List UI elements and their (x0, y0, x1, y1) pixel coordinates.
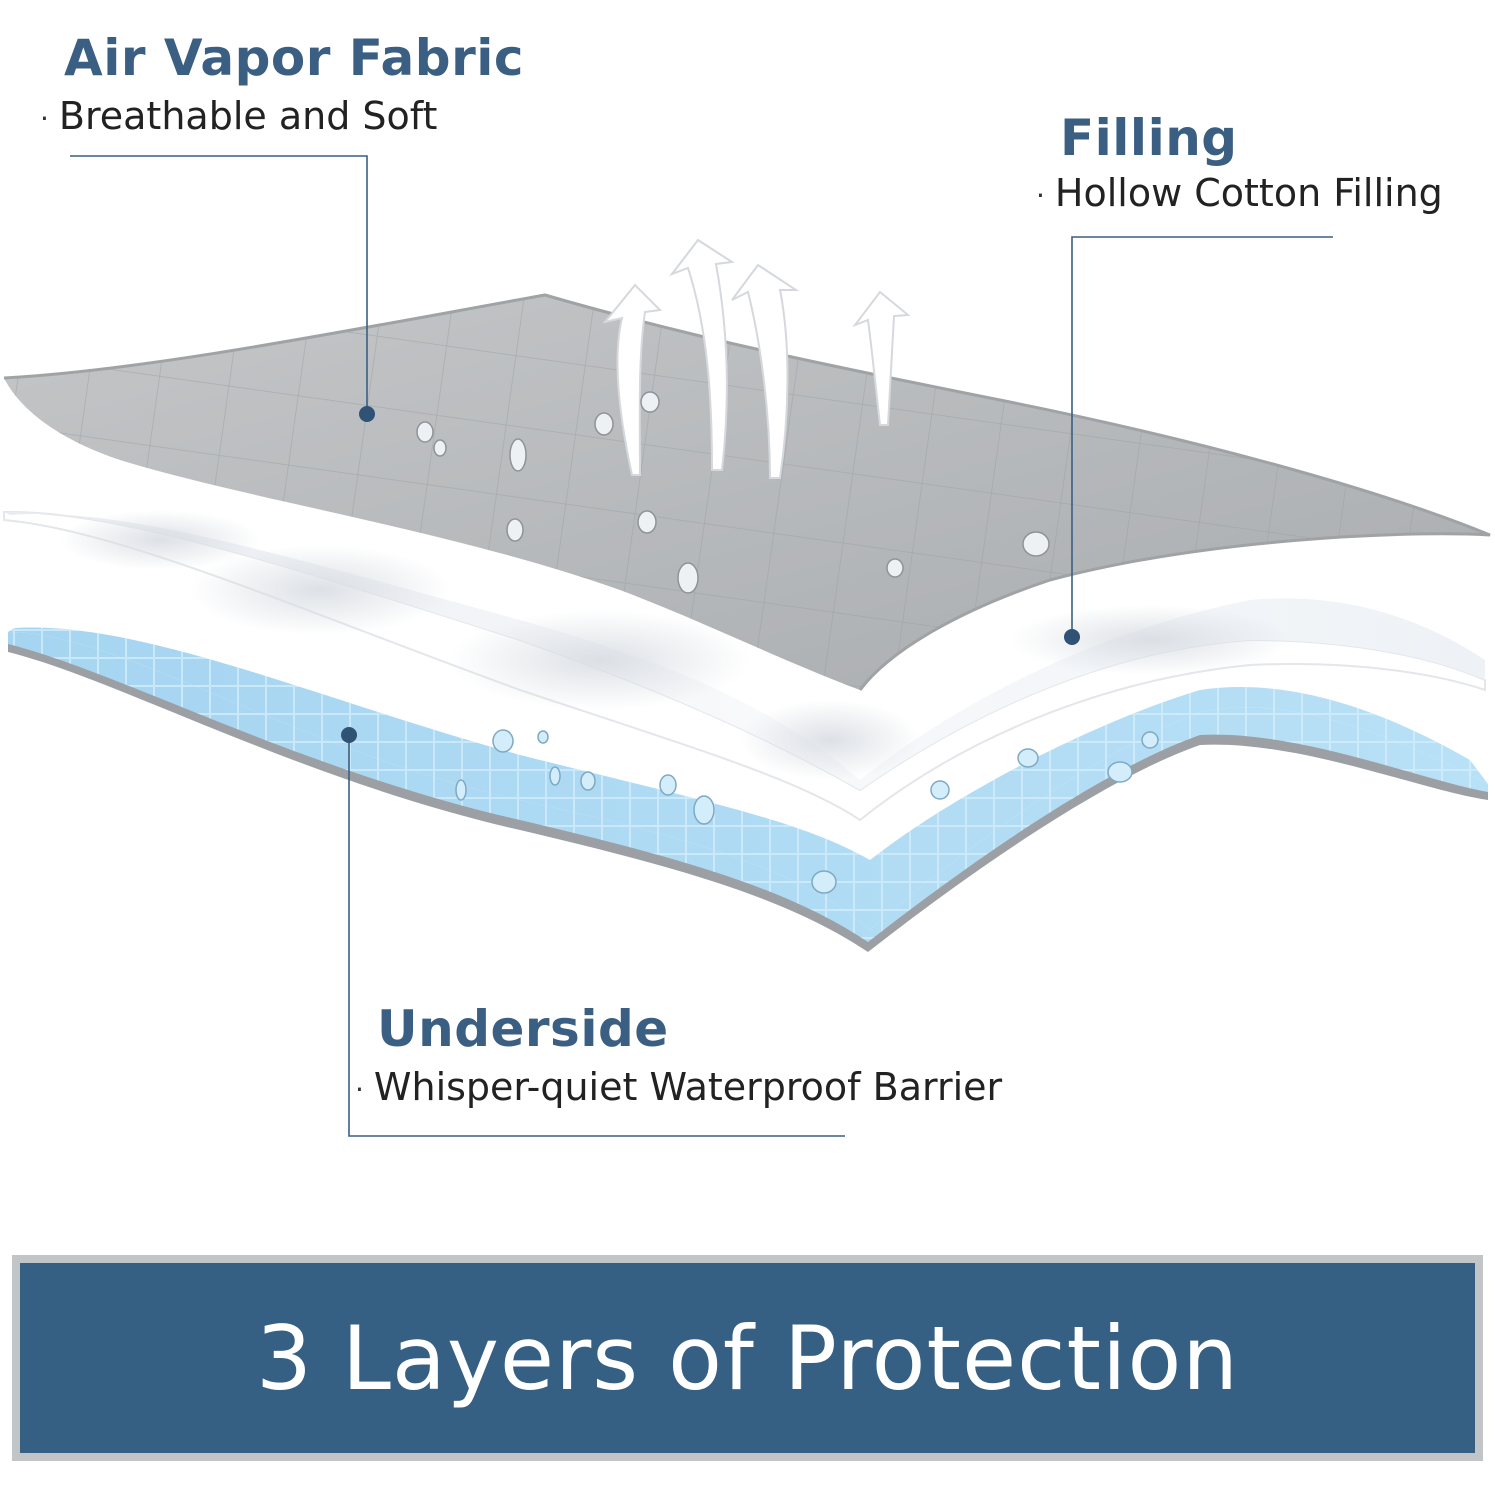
air-vapor-fabric-layer (3, 293, 1491, 691)
protection-banner: 3 Layers of Protection (12, 1255, 1483, 1461)
airflow-arrow-icon (602, 238, 911, 479)
filling-subtitle: · Hollow Cotton Filling (1036, 174, 1443, 212)
underside-title: Underside (377, 1000, 669, 1058)
air-vapor-fabric-title: Air Vapor Fabric (64, 29, 525, 87)
filling-title: Filling (1060, 109, 1238, 167)
protection-banner-inner: 3 Layers of Protection (20, 1263, 1475, 1453)
air-vapor-fabric-subtitle: · Breathable and Soft (40, 97, 437, 135)
water-droplet-icon (455, 729, 1159, 894)
callout-dots (341, 406, 1080, 743)
underside-subtitle: · Whisper-quiet Waterproof Barrier (355, 1068, 1002, 1106)
underside-layer (8, 627, 1488, 952)
bullet-dot: · (1036, 178, 1045, 212)
filling-subtitle-text: Hollow Cotton Filling (1054, 171, 1443, 215)
underside-subtitle-text: Whisper-quiet Waterproof Barrier (373, 1065, 1003, 1109)
filling-layer (3, 510, 1486, 822)
air-vapor-fabric-subtitle-text: Breathable and Soft (58, 94, 438, 138)
bullet-dot: · (355, 1072, 364, 1106)
water-droplet-icon (416, 391, 1050, 594)
bullet-dot: · (40, 101, 49, 135)
callout-lines (70, 155, 1333, 1137)
protection-banner-text: 3 Layers of Protection (255, 1306, 1240, 1410)
